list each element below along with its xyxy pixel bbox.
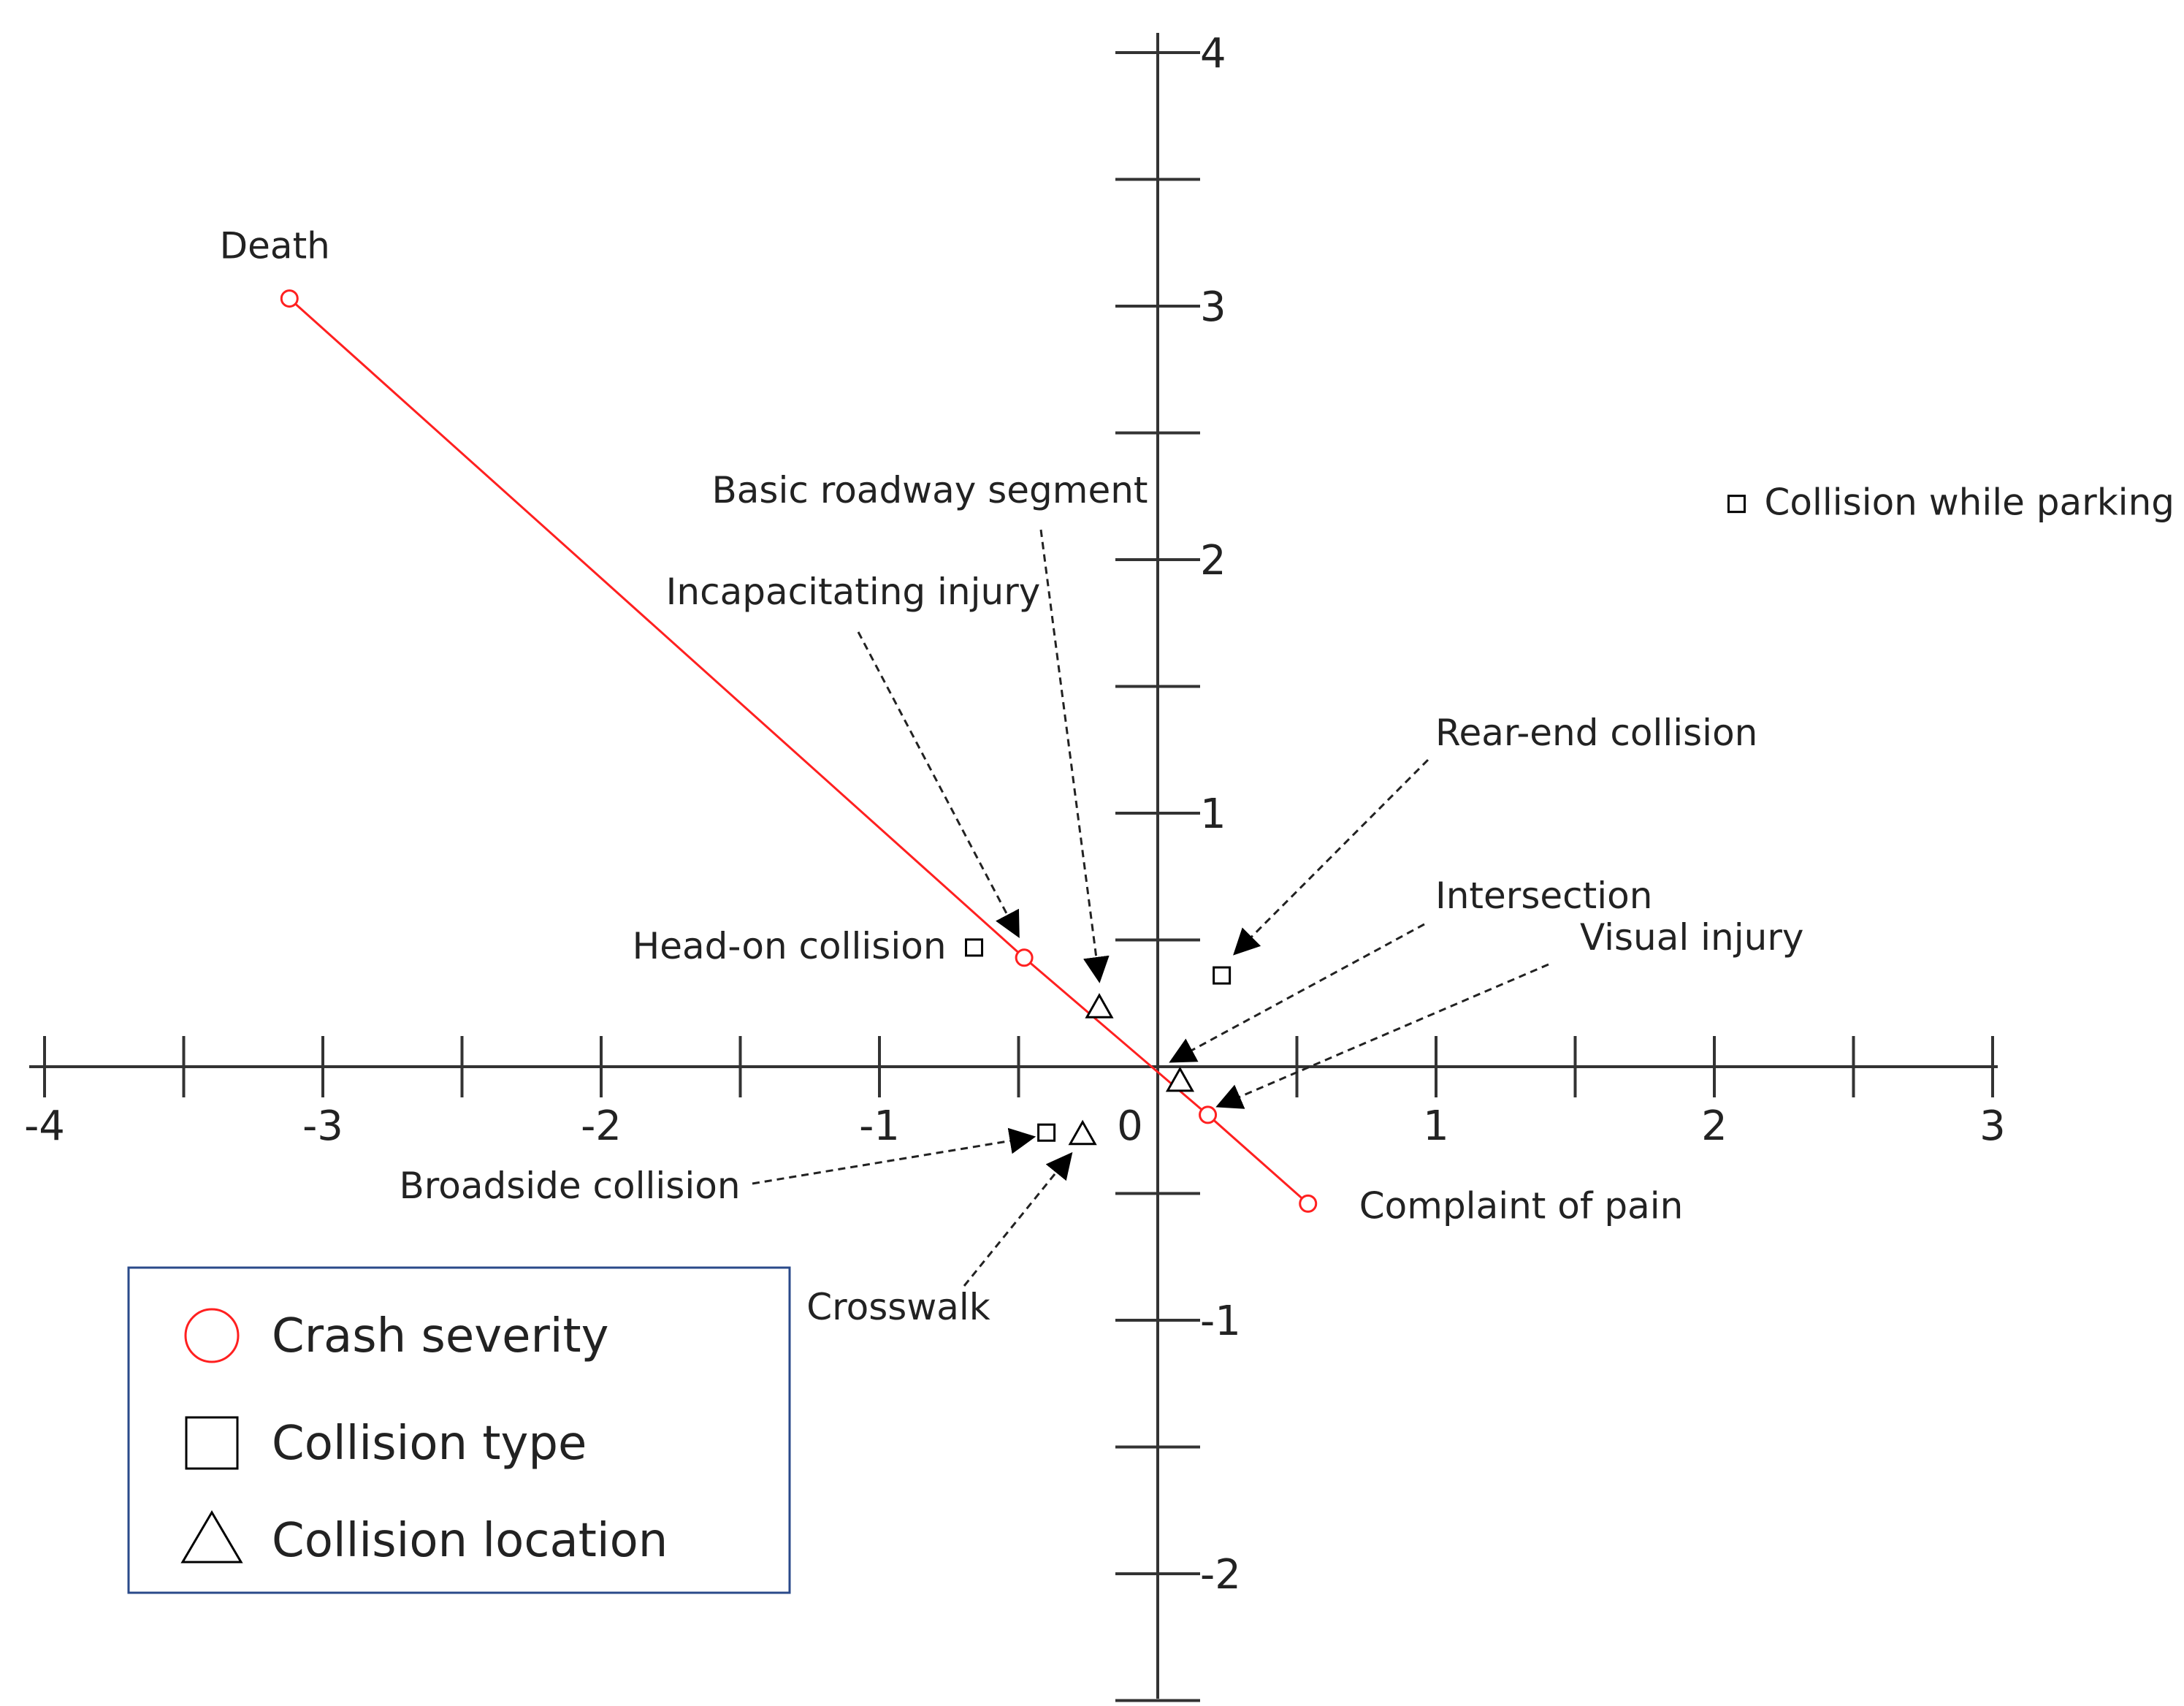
y-tick-label: 1 <box>1200 791 1226 838</box>
x-tick-label: -4 <box>24 1103 65 1150</box>
x-tick-label: -3 <box>302 1103 343 1150</box>
point-collision-while-parking <box>1727 495 1746 514</box>
leader-intersection <box>1169 923 1425 1063</box>
y-tick-label: 4 <box>1200 30 1226 77</box>
y-tick-label: 2 <box>1200 537 1226 584</box>
label-intersection: Intersection <box>1435 875 1652 917</box>
label-basic-roadway-segment: Basic roadway segment <box>711 469 1148 511</box>
x-tick-label: 2 <box>1701 1103 1727 1150</box>
point-intersection <box>1165 1066 1195 1092</box>
point-rear-end-collision <box>1213 966 1232 985</box>
x-tick-label: 1 <box>1423 1103 1449 1150</box>
leader-incapacitating-injury <box>857 631 1020 938</box>
legend-marker-collision-type <box>185 1416 239 1470</box>
point-basic-roadway-segment <box>1085 993 1114 1018</box>
leader-visual-injury <box>1215 963 1549 1109</box>
legend-label-crash-severity: Crash severity <box>272 1309 609 1363</box>
label-complaint-of-pain: Complaint of pain <box>1359 1184 1684 1227</box>
point-broadside-collision <box>1037 1123 1056 1142</box>
y-tick-label: -2 <box>1200 1551 1241 1599</box>
legend-label-collision-type: Collision type <box>272 1417 587 1471</box>
label-crosswalk: Crosswalk <box>806 1286 990 1328</box>
label-collision-while-parking: Collision while parking <box>1764 481 2175 524</box>
point-death <box>280 289 299 308</box>
label-incapacitating-injury: Incapacitating injury <box>666 571 1041 613</box>
leader-basic-roadway-segment <box>1039 529 1110 983</box>
label-head-on-collision: Head-on collision <box>633 925 947 967</box>
point-visual-injury <box>1199 1105 1218 1124</box>
leader-rear-end-collision <box>1233 758 1429 956</box>
label-rear-end-collision: Rear-end collision <box>1435 712 1757 754</box>
legend-box <box>127 1266 791 1594</box>
y-tick-label: -1 <box>1200 1298 1241 1345</box>
x-tick-label: 0 <box>1117 1103 1143 1150</box>
leader-broadside-collision <box>752 1127 1036 1185</box>
y-tick-label: 3 <box>1200 283 1226 331</box>
leader-crosswalk <box>963 1151 1073 1287</box>
label-visual-injury: Visual injury <box>1580 916 1803 959</box>
label-death: Death <box>220 225 330 267</box>
crash-severity-line <box>289 297 1309 1205</box>
point-complaint-of-pain <box>1299 1194 1318 1213</box>
x-tick-label: -2 <box>581 1103 622 1150</box>
point-head-on-collision <box>965 938 984 957</box>
legend-marker-crash-severity <box>184 1308 240 1363</box>
legend-marker-collision-location <box>180 1510 243 1564</box>
x-tick-label: -1 <box>859 1103 900 1150</box>
point-incapacitating-injury <box>1015 948 1034 967</box>
label-broadside-collision: Broadside collision <box>399 1165 740 1207</box>
legend-label-collision-location: Collision location <box>272 1514 668 1568</box>
point-crosswalk <box>1068 1119 1097 1146</box>
x-tick-label: 3 <box>1979 1103 2006 1150</box>
